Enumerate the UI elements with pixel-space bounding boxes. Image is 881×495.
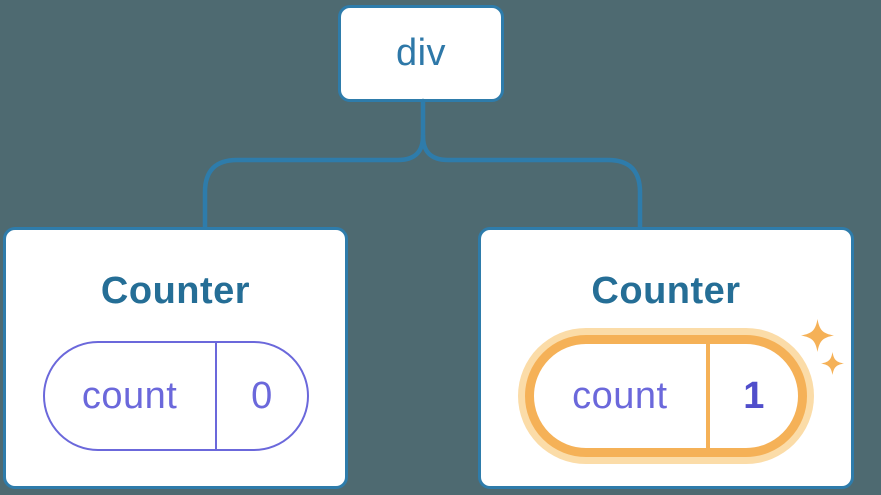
tree-root-node: div — [338, 5, 504, 102]
component-title: Counter — [591, 270, 741, 312]
state-value: 0 — [214, 343, 307, 449]
state-key-label: count — [572, 374, 668, 417]
state-pill: count 0 — [42, 341, 309, 451]
counter-card-initial: Counter count 0 — [3, 227, 348, 489]
counter-card-updated: Counter count 1 — [478, 227, 854, 489]
component-title: Counter — [100, 270, 251, 312]
connector-branch-right — [420, 133, 643, 231]
state-value: 1 — [705, 344, 798, 448]
state-pill-highlighted: count 1 — [525, 335, 807, 457]
root-node-label: div — [395, 32, 447, 74]
connector-branch-left — [202, 98, 426, 231]
state-key-label: count — [81, 374, 178, 417]
